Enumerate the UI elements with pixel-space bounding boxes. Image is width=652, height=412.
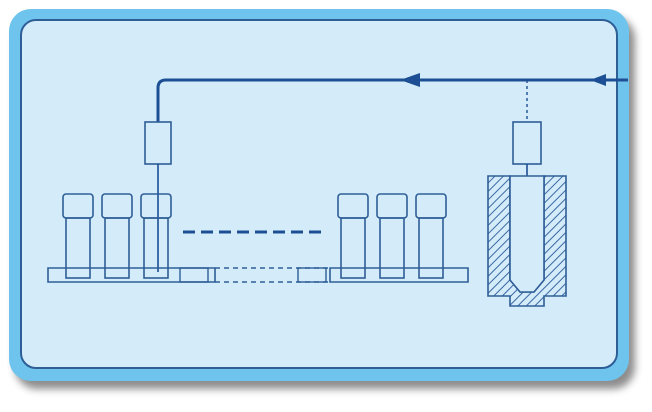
left-needle-holder xyxy=(144,121,172,165)
vial xyxy=(140,193,172,279)
injection-needle-holder xyxy=(512,121,542,165)
vial-rack-base xyxy=(47,267,216,283)
empty-vial-slot xyxy=(297,267,327,283)
vial xyxy=(337,193,369,279)
vial xyxy=(62,193,94,279)
right-vial-group xyxy=(337,193,447,279)
right-rack-base xyxy=(329,267,469,283)
left-vial-group xyxy=(62,193,172,279)
vial xyxy=(376,193,408,279)
empty-vial-slot xyxy=(179,267,209,283)
tubing-line xyxy=(156,78,628,122)
flow-arrow-middle xyxy=(400,73,420,87)
vial xyxy=(415,193,447,279)
flow-arrow-right xyxy=(590,74,606,86)
vial xyxy=(101,193,133,279)
injection-port xyxy=(487,175,567,307)
dashed-rack-continuation xyxy=(215,267,330,283)
